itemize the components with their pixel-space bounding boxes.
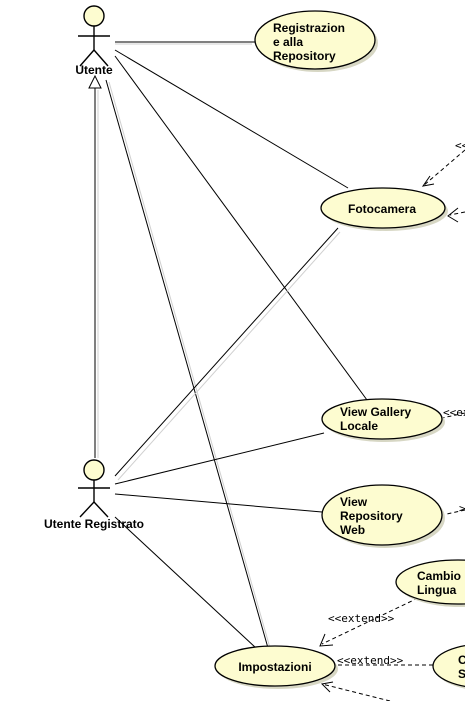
usecase-label-line: View Gallery xyxy=(340,405,411,419)
usecase-view-repository[interactable]: View Repository Web xyxy=(321,484,445,548)
assoc-utente-impostazioni xyxy=(105,79,269,649)
usecase-registrazione[interactable]: Registrazion e alla Repository xyxy=(254,10,378,72)
associations xyxy=(105,41,368,651)
usecase-fotocamera[interactable]: Fotocamera xyxy=(320,187,448,231)
assoc-utente-viewgallery xyxy=(114,55,368,401)
actor-utente[interactable]: Utente xyxy=(75,5,113,77)
generalization xyxy=(88,74,102,458)
usecase-cambio-lingua[interactable]: Cambio Lingua xyxy=(395,559,465,607)
usecase-label-line: Lingua xyxy=(417,583,457,597)
usecase-label-line: Web xyxy=(340,523,365,537)
usecase-label-line: View xyxy=(340,495,368,509)
usecase-label-line: Cambio xyxy=(417,569,461,583)
stereotype-partial-repo: > xyxy=(459,502,465,515)
usecase-label-line: S xyxy=(458,667,465,681)
assoc-registrato-viewrepository xyxy=(114,493,323,513)
usecase-label-line: Fotocamera xyxy=(348,202,416,216)
assoc-registrato-impostazioni xyxy=(114,516,257,649)
generalization-arrowhead xyxy=(88,74,102,89)
usecase-cut-off[interactable]: C S xyxy=(432,644,465,691)
assoc-registrato-fotocamera xyxy=(114,227,339,477)
assoc-utente-fotocamera xyxy=(114,49,349,189)
actor-utente-registrato-label: Utente Registrato xyxy=(44,517,144,531)
stereotype-partial-gallery: <<ext xyxy=(443,406,465,419)
usecase-label-line: Impostazioni xyxy=(238,660,311,674)
stereotype-extend-impostazioni: <<extend>> xyxy=(337,654,404,667)
stereotype-partial-top: << xyxy=(455,139,465,152)
usecase-view-gallery[interactable]: View Gallery Locale xyxy=(321,398,445,442)
actor-utente-registrato[interactable]: Utente Registrato xyxy=(44,459,144,531)
extend-arrowhead xyxy=(421,175,435,187)
usecase-label-line: Repository xyxy=(273,49,336,63)
assoc-registrato-viewgallery xyxy=(114,432,325,485)
usecase-label-line: Registrazion xyxy=(273,21,345,35)
usecase-label-line: C xyxy=(458,653,465,667)
usecase-impostazioni[interactable]: Impostazioni xyxy=(214,645,338,689)
actor-head xyxy=(83,459,105,481)
usecase-label-line: e alla xyxy=(273,35,303,49)
usecase-label-line: Repository xyxy=(340,509,403,523)
actor-head xyxy=(83,5,105,27)
actor-utente-label: Utente xyxy=(75,63,113,77)
usecase-label-line: Locale xyxy=(340,419,378,433)
stereotype-extend-cambio: <<extend>> xyxy=(328,612,395,625)
